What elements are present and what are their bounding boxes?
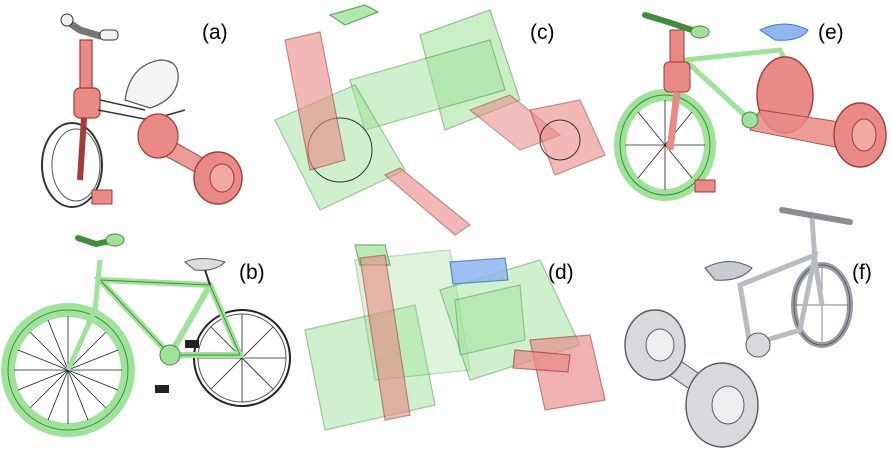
panel-label-f: (f) [852, 261, 872, 284]
panel-label-d: (d) [548, 261, 574, 284]
panel-label-b: (b) [239, 261, 265, 284]
panel-label-c: (c) [530, 21, 555, 44]
panel-e-tricycle [614, 12, 887, 201]
panel-a-tricycle [41, 13, 243, 208]
panel-label-e: (e) [818, 21, 844, 44]
panel-b-bicycle [1, 233, 291, 437]
panel-label-a: (a) [202, 21, 228, 44]
panel-f-tricycle [624, 207, 853, 448]
panel-d-part-boxes [304, 244, 606, 431]
panel-c-part-boxes [274, 4, 606, 236]
